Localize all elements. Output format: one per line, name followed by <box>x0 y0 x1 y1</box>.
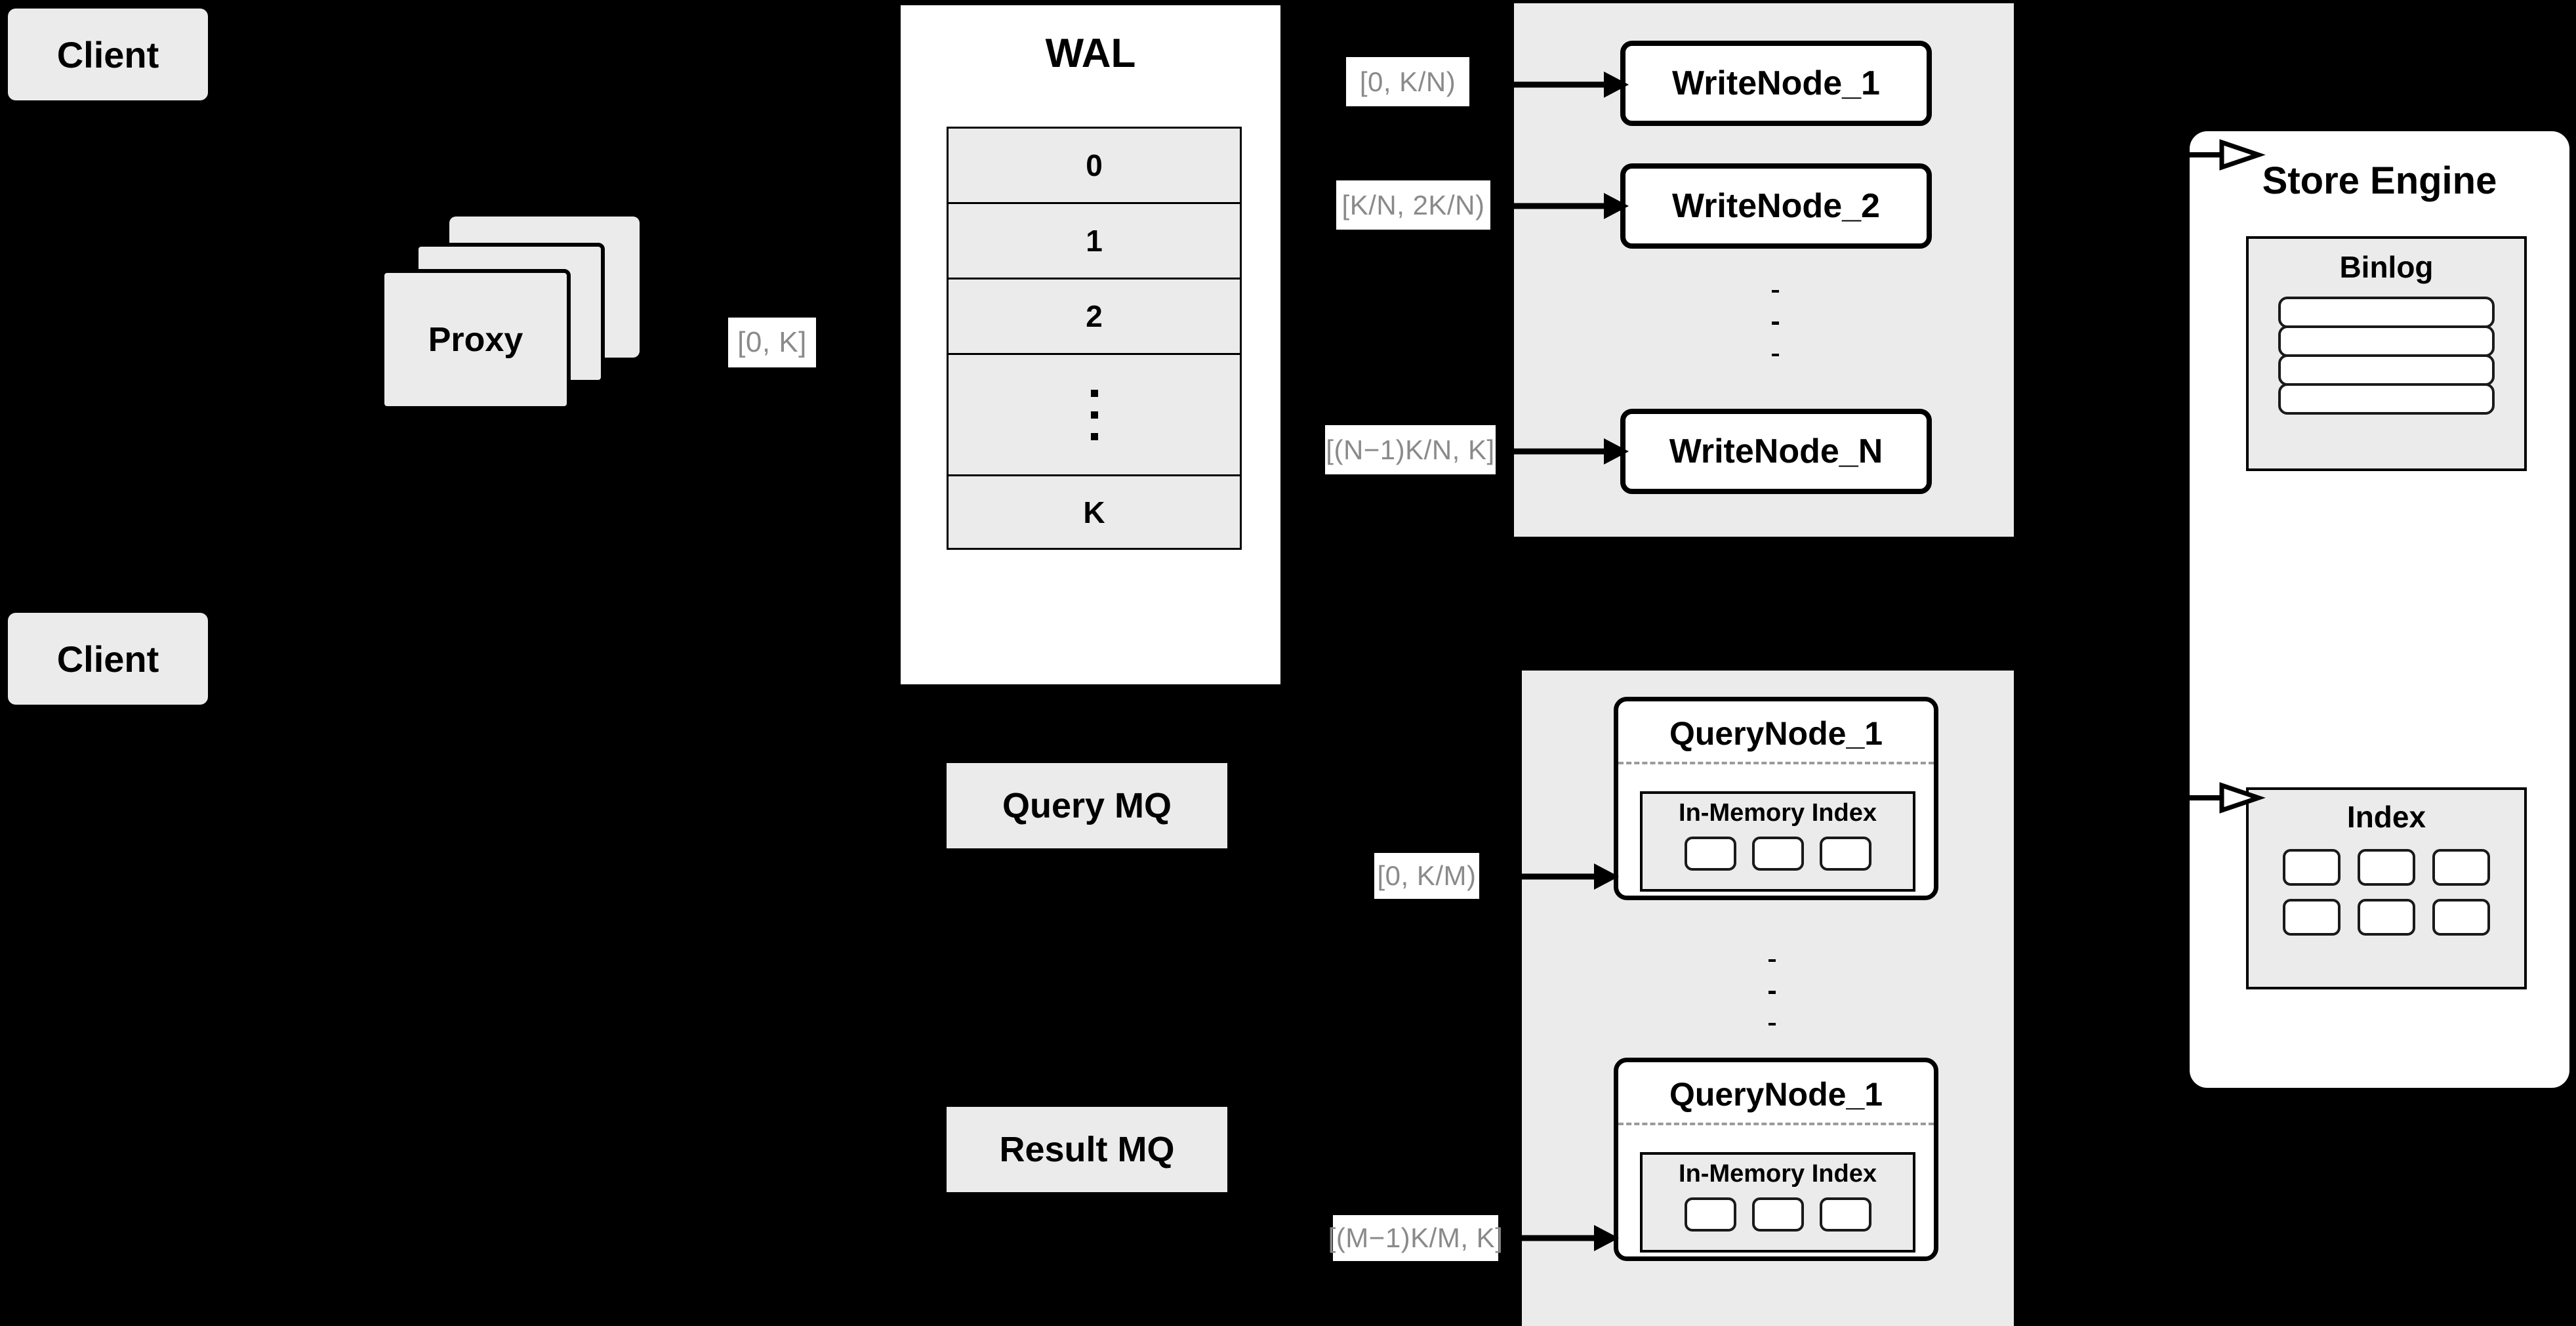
wal-panel: WAL 0 1 2 K <box>897 2 1284 688</box>
index-cell[interactable] <box>2358 849 2415 886</box>
index-cell[interactable] <box>2358 899 2415 936</box>
wal-cell-list: 0 1 2 K <box>947 127 1242 550</box>
proxy-card-front[interactable]: Proxy <box>380 269 571 410</box>
index-segment[interactable] <box>1751 837 1804 871</box>
arrow-to-write-node-2 <box>1512 193 1629 219</box>
store-engine-panel: Store Engine Binlog Index <box>2186 128 2573 1091</box>
in-memory-index-box[interactable]: In-Memory Index <box>1640 1152 1915 1253</box>
wal-cell[interactable]: 0 <box>947 127 1242 202</box>
binlog-box[interactable]: Binlog <box>2246 236 2527 471</box>
binlog-row[interactable] <box>2278 325 2495 357</box>
store-index-grid <box>2249 849 2524 936</box>
queue-label: Query MQ <box>1002 786 1172 825</box>
client-label: Client <box>56 638 159 680</box>
binlog-title: Binlog <box>2339 250 2434 284</box>
index-segment[interactable] <box>1684 837 1736 871</box>
write-node-n[interactable]: WriteNode_N <box>1620 409 1932 494</box>
proxy-label: Proxy <box>428 320 523 359</box>
index-cell[interactable] <box>2283 899 2341 936</box>
write-node-label: WriteNode_1 <box>1672 64 1880 102</box>
query-node-label: QueryNode_1 <box>1669 1076 1883 1113</box>
store-engine-title: Store Engine <box>2262 159 2497 202</box>
query-node-m[interactable]: QueryNode_1 In-Memory Index <box>1614 1058 1938 1261</box>
index-segment[interactable] <box>1819 1197 1871 1232</box>
query-node-m-range-label: [(M−1)K/M, K] <box>1328 1215 1503 1261</box>
write-node-1[interactable]: WriteNode_1 <box>1620 41 1932 126</box>
arrow-to-write-node-1 <box>1512 72 1629 98</box>
store-index-title: Index <box>2346 800 2426 834</box>
index-segment[interactable] <box>1751 1197 1804 1232</box>
proxy-range-label: [0, K] <box>728 318 816 367</box>
query-cluster-vertical-ellipsis-icon <box>1765 945 1779 1040</box>
wal-cell[interactable]: K <box>947 474 1242 550</box>
index-cell[interactable] <box>2432 899 2490 936</box>
in-memory-index-box[interactable]: In-Memory Index <box>1640 791 1915 892</box>
write-cluster-vertical-ellipsis-icon <box>1768 276 1782 371</box>
binlog-row[interactable] <box>2278 354 2495 386</box>
arrow-to-query-node-1 <box>1522 863 1619 890</box>
write-node-label: WriteNode_2 <box>1672 187 1880 225</box>
write-node-label: WriteNode_N <box>1669 432 1883 470</box>
index-cell[interactable] <box>2432 849 2490 886</box>
wal-title: WAL <box>1045 31 1136 76</box>
binlog-row-list <box>2278 297 2495 415</box>
write-node-1-range-label: [0, K/N) <box>1346 57 1469 106</box>
proxy-stack[interactable]: Proxy <box>380 217 669 433</box>
arrow-to-write-node-n <box>1512 438 1629 465</box>
write-node-n-range-label: [(N−1)K/N, K] <box>1325 425 1496 474</box>
index-segment[interactable] <box>1684 1197 1736 1232</box>
binlog-row[interactable] <box>2278 297 2495 328</box>
queue-label: Result MQ <box>999 1130 1175 1169</box>
in-memory-index-title: In-Memory Index <box>1679 799 1877 827</box>
write-node-2-range-label: [K/N, 2K/N) <box>1336 180 1490 230</box>
wal-cell[interactable]: 2 <box>947 278 1242 353</box>
index-segment-row <box>1643 1197 1913 1232</box>
client-box-2[interactable]: Client <box>8 613 208 705</box>
client-box-1[interactable]: Client <box>8 9 208 100</box>
query-node-1-range-label: [0, K/M) <box>1374 853 1479 899</box>
index-cell[interactable] <box>2283 849 2341 886</box>
query-mq-box[interactable]: Query MQ <box>947 763 1227 848</box>
store-index-box[interactable]: Index <box>2246 787 2527 989</box>
index-segment-row <box>1643 837 1913 871</box>
wal-cell[interactable]: 1 <box>947 202 1242 278</box>
arrow-to-binlog <box>2188 139 2266 171</box>
arrow-to-query-node-m <box>1522 1225 1619 1251</box>
query-node-label: QueryNode_1 <box>1669 715 1883 752</box>
write-node-2[interactable]: WriteNode_2 <box>1620 163 1932 249</box>
wal-cell-ellipsis <box>947 353 1242 474</box>
query-node-divider <box>1618 762 1934 764</box>
vertical-ellipsis-icon <box>1090 383 1098 447</box>
query-node-1[interactable]: QueryNode_1 In-Memory Index <box>1614 697 1938 900</box>
arrow-to-store-index <box>2188 782 2266 814</box>
result-mq-box[interactable]: Result MQ <box>947 1107 1227 1192</box>
index-segment[interactable] <box>1819 837 1871 871</box>
in-memory-index-title: In-Memory Index <box>1679 1160 1877 1188</box>
binlog-row[interactable] <box>2278 383 2495 415</box>
query-node-divider <box>1618 1123 1934 1125</box>
client-label: Client <box>56 33 159 75</box>
